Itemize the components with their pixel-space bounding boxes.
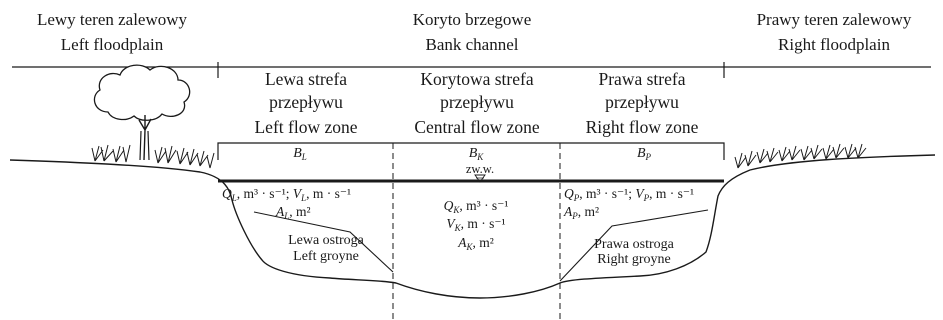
left-floodplain-label-pl: Lewy teren zalewowy: [37, 10, 188, 29]
left-zone-q-v-label: QL, m³ · s⁻¹; VL, m · s⁻¹: [222, 186, 351, 203]
bank-channel-label-en: Bank channel: [426, 35, 519, 54]
right-zone-line3: Right flow zone: [586, 117, 699, 137]
right-floodplain-label-pl: Prawy teren zalewowy: [757, 10, 912, 29]
central-zone-a-label: AK, m²: [457, 235, 494, 252]
right-zone-line2: przepływu: [605, 92, 679, 112]
water-level-marker-icon: [474, 174, 486, 183]
right-groyne-label-pl: Prawa ostroga: [594, 237, 674, 252]
central-zone-v-label: VK, m · s⁻¹: [446, 216, 505, 233]
left-groyne-label-pl: Lewa ostroga: [288, 233, 365, 248]
width-left-label: BL: [293, 146, 307, 162]
central-zone-q-label: QK, m³ · s⁻¹: [444, 198, 509, 215]
right-zone-a-label: AP, m²: [563, 204, 599, 221]
central-zone-line1: Korytowa strefa: [420, 69, 533, 89]
water-level-label: zw.w.: [466, 162, 494, 176]
width-central-label: BK: [469, 146, 485, 162]
left-floodplain-label-en: Left floodplain: [61, 35, 164, 54]
left-grass-icon: [91, 144, 215, 169]
width-right-label: BP: [637, 146, 652, 162]
left-groyne-shape: [253, 211, 394, 273]
left-zone-line3: Left flow zone: [254, 117, 357, 137]
tree-icon: [93, 64, 191, 161]
right-floodplain-label-en: Right floodplain: [778, 35, 890, 54]
channel-bed-profile: [9, 154, 936, 299]
left-zone-a-label: AL, m²: [275, 204, 311, 221]
left-zone-line1: Lewa strefa: [265, 69, 347, 89]
right-zone-line1: Prawa strefa: [599, 69, 686, 89]
central-zone-line2: przepływu: [440, 92, 514, 112]
bank-channel-label-pl: Koryto brzegowe: [413, 10, 532, 29]
left-groyne-label-en: Left groyne: [293, 249, 359, 264]
right-zone-q-v-label: QP, m³ · s⁻¹; VP, m · s⁻¹: [564, 186, 694, 203]
right-groyne-shape: [559, 209, 709, 282]
right-grass-icon: [734, 143, 867, 169]
central-zone-line3: Central flow zone: [414, 117, 540, 137]
right-groyne-label-en: Right groyne: [597, 252, 671, 267]
left-zone-line2: przepływu: [269, 92, 343, 112]
width-bracket: [217, 142, 725, 160]
